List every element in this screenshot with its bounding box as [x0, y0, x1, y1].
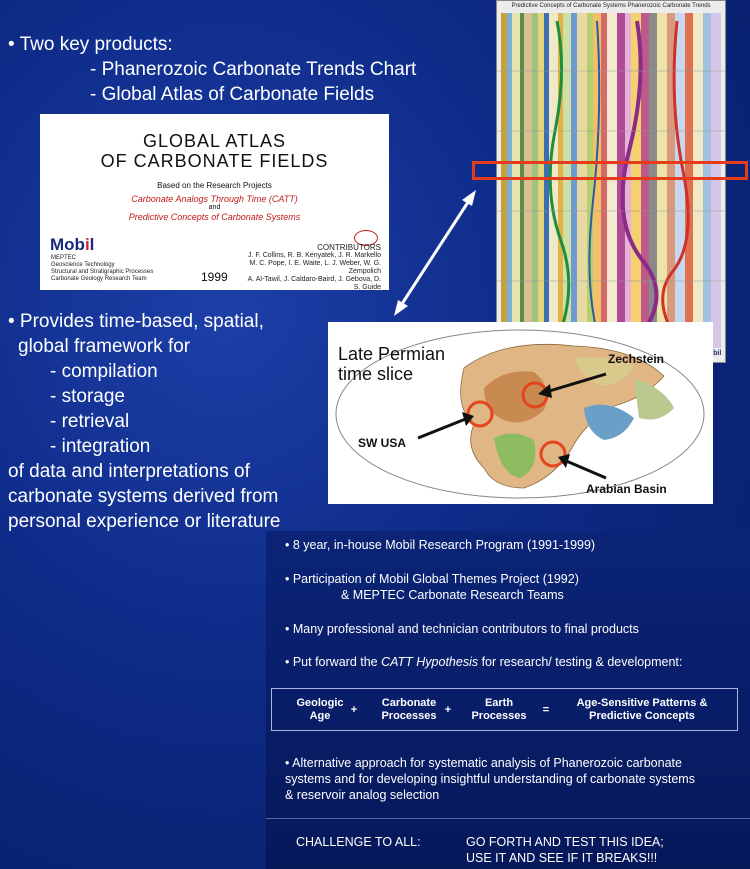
catt-post: for research/ testing & development:	[478, 655, 683, 669]
time-slice-highlight	[472, 161, 748, 180]
challenge-line: USE IT AND SEE IF IT BREAKS!!!	[466, 851, 658, 865]
framework-bullet-cont: global framework for	[18, 336, 191, 357]
atlas-based-on: Based on the Research Projects	[157, 181, 272, 190]
eq-plus: +	[444, 704, 452, 716]
framework-block: • Provides time-based, spatial, global f…	[8, 309, 328, 534]
catt-hypothesis: CATT Hypothesis	[381, 655, 479, 669]
eq-term-geologic-age: Geologic Age	[290, 697, 350, 723]
chart-title: Predictive Concepts of Carbonate Systems…	[511, 3, 711, 9]
eq-term-line: Geologic	[296, 697, 344, 709]
alt-line: systems and for developing insightful un…	[285, 772, 695, 786]
label-arabian-basin: Arabian Basin	[586, 482, 667, 496]
label-zechstein: Zechstein	[608, 352, 665, 366]
map-title-line: time slice	[338, 364, 414, 384]
mobil-logo: Mobil	[50, 235, 95, 254]
framework-item: - compilation	[50, 361, 158, 382]
map-title: Late Permian time slice	[338, 344, 445, 384]
framework-tail: of data and interpretations of	[8, 461, 250, 482]
eq-term-line: Age-Sensitive Patterns &	[576, 697, 708, 709]
carbonate-trends-chart: Predictive Concepts of Carbonate Systems…	[496, 0, 726, 363]
catt-equation-box: Geologic Age + Carbonate Processes + Ear…	[271, 688, 738, 731]
intro-item: - Global Atlas of Carbonate Fields	[90, 84, 375, 105]
eq-term-line: Earth	[484, 697, 514, 709]
atlas-and: and	[208, 204, 221, 211]
label-sw-usa: SW USA	[358, 436, 406, 450]
challenge-line: GO FORTH AND TEST THIS IDEA;	[466, 835, 664, 849]
framework-item: - storage	[50, 386, 125, 407]
eq-term-earth-processes: Earth Processes	[464, 697, 534, 723]
eq-term-carbonate-processes: Carbonate Processes	[372, 697, 446, 723]
atlas-contributors: CONTRIBUTORS J. F. Collins, R. B. Kenyat…	[241, 244, 381, 292]
framework-bullet: • Provides time-based, spatial,	[8, 311, 264, 332]
program-bullet-catt: • Put forward the CATT Hypothesis for re…	[285, 654, 682, 670]
eq-term-line: Processes	[471, 710, 527, 722]
org-line: Carbonate Geology Research Team	[51, 276, 147, 282]
eq-term-line: Processes	[381, 710, 437, 722]
eq-plus: +	[350, 704, 358, 716]
eq-term-line: Predictive Concepts	[589, 710, 695, 722]
catt-pre: • Put forward the	[285, 655, 382, 669]
map-title-line: Late Permian	[338, 344, 446, 364]
framework-item: - integration	[50, 436, 151, 457]
org-line: Structural and Stratigraphic Processes	[51, 269, 154, 275]
program-bullet: • 8 year, in-house Mobil Research Progra…	[285, 538, 596, 552]
contributor-line: M. C. Pope, I. E. Waite, L. J. Weber, W.…	[249, 260, 382, 275]
atlas-title-line2: OF CARBONATE FIELDS	[100, 151, 329, 171]
program-bullet-alt: • Alternative approach for systematic an…	[285, 755, 695, 803]
late-permian-map-panel: Late Permian time slice Zechstein SW USA…	[328, 322, 713, 504]
atlas-cover: GLOBAL ATLAS OF CARBONATE FIELDS Based o…	[40, 114, 389, 292]
world-map-image	[335, 329, 705, 499]
framework-tail: personal experience or literature	[8, 511, 281, 532]
alt-line: & reservoir analog selection	[285, 788, 440, 802]
framework-item: - retrieval	[50, 411, 130, 432]
contributors-label: CONTRIBUTORS	[317, 243, 381, 252]
eq-term-line: Carbonate	[381, 697, 437, 709]
program-panel: • 8 year, in-house Mobil Research Progra…	[266, 531, 750, 869]
program-bullet-cont: & MEPTEC Carbonate Research Teams	[341, 588, 564, 602]
contributor-line: J. F. Collins, R. B. Kenyatek, J. R. Mar…	[247, 252, 381, 259]
eq-equals: =	[542, 704, 550, 716]
atlas-project2: Predictive Concepts of Carbonate Systems	[128, 212, 301, 222]
program-bullet: • Many professional and technician contr…	[285, 622, 639, 636]
eq-term-result: Age-Sensitive Patterns & Predictive Conc…	[562, 697, 722, 723]
chart-columns	[497, 13, 725, 348]
intro-block: • Two key products: - Phanerozoic Carbon…	[8, 32, 416, 107]
double-arrow-icon	[394, 190, 476, 316]
challenge-label: CHALLENGE TO ALL:	[296, 835, 421, 849]
framework-tail: carbonate systems derived from	[8, 486, 279, 507]
alt-line: • Alternative approach for systematic an…	[285, 756, 682, 770]
intro-bullet: • Two key products:	[8, 34, 173, 55]
org-line: MEPTEC	[51, 255, 77, 261]
divider	[266, 818, 750, 819]
atlas-title-line1: GLOBAL ATLAS	[142, 131, 287, 151]
atlas-project1: Carbonate Analogs Through Time (CATT)	[131, 194, 298, 204]
program-bullet: • Participation of Mobil Global Themes P…	[285, 572, 579, 586]
contributor-line: A. Al-Tawil, J. Caldaro-Baird, J. Gebova…	[247, 276, 381, 291]
atlas-year: 1999	[201, 270, 228, 284]
challenge-text: GO FORTH AND TEST THIS IDEA; USE IT AND …	[466, 834, 664, 866]
atlas-org: MEPTEC Geoscience Technology Structural …	[51, 255, 153, 283]
org-line: Geoscience Technology	[51, 262, 115, 268]
intro-item: - Phanerozoic Carbonate Trends Chart	[90, 59, 417, 80]
pegasus-logo-icon	[354, 230, 378, 246]
eq-term-line: Age	[309, 710, 331, 722]
